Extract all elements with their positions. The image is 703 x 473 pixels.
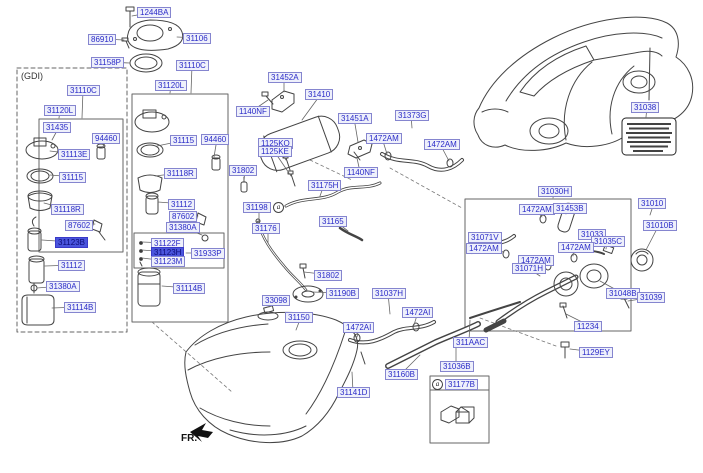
part-label-1472am[interactable]: 1472AM — [519, 204, 555, 215]
part-label-31114b[interactable]: 31114B — [64, 302, 97, 313]
part-label-31114b[interactable]: 31114B — [173, 283, 206, 294]
part-label-1472ai[interactable]: 1472AI — [343, 322, 375, 333]
part-label-1472am[interactable]: 1472AM — [366, 133, 402, 144]
part-label-31176[interactable]: 31176 — [252, 223, 280, 234]
fr-arrow-icon — [190, 423, 213, 442]
part-label-1140nf[interactable]: 1140NF — [344, 167, 378, 178]
part-label-31035c[interactable]: 31035C — [591, 236, 626, 247]
part-label-31112[interactable]: 31112 — [58, 260, 86, 271]
part-label-31160b[interactable]: 31160B — [385, 369, 418, 380]
part-label-31435[interactable]: 31435 — [43, 122, 72, 133]
part-label-86910[interactable]: 86910 — [88, 34, 117, 45]
part-label-31123b[interactable]: 31123B — [55, 237, 88, 248]
part-label-311aac[interactable]: 311AAC — [453, 337, 489, 348]
part-label-1472am[interactable]: 1472AM — [424, 139, 460, 150]
part-label-31373g[interactable]: 31373G — [395, 110, 430, 121]
part-label-31380a[interactable]: 31380A — [166, 222, 200, 233]
pump-module-box — [131, 93, 229, 323]
part-label-94460[interactable]: 94460 — [201, 134, 230, 145]
part-label-31010[interactable]: 31010 — [638, 198, 667, 209]
part-label-31933p[interactable]: 31933P — [191, 248, 225, 259]
part-label-1129ey[interactable]: 1129EY — [579, 347, 613, 358]
part-label-31452a[interactable]: 31452A — [268, 72, 302, 83]
part-label-31106[interactable]: 31106 — [183, 33, 211, 44]
frame-boxes — [16, 67, 632, 444]
part-label-1472am[interactable]: 1472AM — [466, 243, 502, 254]
filler-neck-box — [464, 198, 632, 332]
part-label-31113e[interactable]: 31113E — [58, 149, 91, 160]
part-label-94460[interactable]: 94460 — [92, 133, 121, 144]
part-label-31158p[interactable]: 31158P — [91, 57, 124, 68]
part-label-31071h[interactable]: 31071H — [512, 263, 547, 274]
part-label-31198[interactable]: 31198 — [243, 202, 271, 213]
clip-detail-box — [429, 375, 490, 444]
part-label-31039[interactable]: 31039 — [637, 292, 666, 303]
detail-marker-a: a — [432, 379, 443, 390]
part-label-1472am[interactable]: 1472AM — [558, 242, 594, 253]
part-label-1125ke[interactable]: 1125KE — [258, 146, 292, 157]
pump-module-parts — [134, 109, 221, 307]
part-label-31150[interactable]: 31150 — [285, 312, 313, 323]
part-label-31380a[interactable]: 31380A — [46, 281, 80, 292]
part-label-87602[interactable]: 87602 — [169, 211, 198, 222]
part-label-31165[interactable]: 31165 — [319, 216, 347, 227]
detail-marker-a: a — [273, 202, 284, 213]
part-label-31451a[interactable]: 31451A — [338, 113, 372, 124]
part-label-31120l[interactable]: 31120L — [155, 80, 188, 91]
fr-direction-label: FR. — [181, 433, 198, 444]
part-label-31118r[interactable]: 31118R — [51, 204, 84, 215]
hose-parts — [255, 151, 570, 369]
part-label-31175h[interactable]: 31175H — [308, 180, 342, 191]
part-label-33098[interactable]: 33098 — [262, 295, 291, 306]
part-label-31071v[interactable]: 31071V — [468, 232, 502, 243]
part-label-31802[interactable]: 31802 — [314, 270, 343, 281]
part-label-31410[interactable]: 31410 — [305, 89, 334, 100]
part-label-31141d[interactable]: 31141D — [337, 387, 371, 398]
caution-label-art — [621, 117, 677, 156]
part-label-1140nf[interactable]: 1140NF — [236, 106, 270, 117]
gdi-group-box — [16, 67, 128, 333]
part-label-31112[interactable]: 31112 — [168, 199, 196, 210]
part-label-87602[interactable]: 87602 — [65, 220, 94, 231]
gdi-pump-parts — [21, 137, 106, 326]
part-label-1472ai[interactable]: 1472AI — [402, 307, 434, 318]
part-label-31802[interactable]: 31802 — [229, 165, 258, 176]
part-label-31036b[interactable]: 31036B — [440, 361, 474, 372]
part-label-31115[interactable]: 31115 — [170, 135, 198, 146]
gdi-inner-box — [38, 118, 124, 253]
part-label-31030h[interactable]: 31030H — [538, 186, 573, 197]
part-label-31453b[interactable]: 31453B — [553, 203, 587, 214]
part-label-31118r[interactable]: 31118R — [164, 168, 197, 179]
part-label-31115[interactable]: 31115 — [59, 172, 87, 183]
part-label-31177b[interactable]: 31177B — [445, 379, 478, 390]
part-label-11234[interactable]: 11234 — [574, 321, 602, 332]
part-label-31110c[interactable]: 31110C — [67, 85, 100, 96]
top-shield-parts — [121, 6, 184, 73]
part-label-31010b[interactable]: 31010B — [643, 220, 677, 231]
gdi-note: (GDI) — [21, 71, 43, 81]
part-label-31123m[interactable]: 31123M — [151, 256, 186, 267]
clip-box-art — [440, 405, 475, 424]
part-label-31038[interactable]: 31038 — [631, 102, 660, 113]
part-label-31110c[interactable]: 31110C — [176, 60, 209, 71]
part-label-31120l[interactable]: 31120L — [44, 105, 77, 116]
part-label-31048b[interactable]: 31048B — [606, 288, 640, 299]
part-label-31037h[interactable]: 31037H — [372, 288, 407, 299]
part-label-31190b[interactable]: 31190B — [326, 288, 359, 299]
part-label-1244ba[interactable]: 1244BA — [137, 7, 172, 18]
